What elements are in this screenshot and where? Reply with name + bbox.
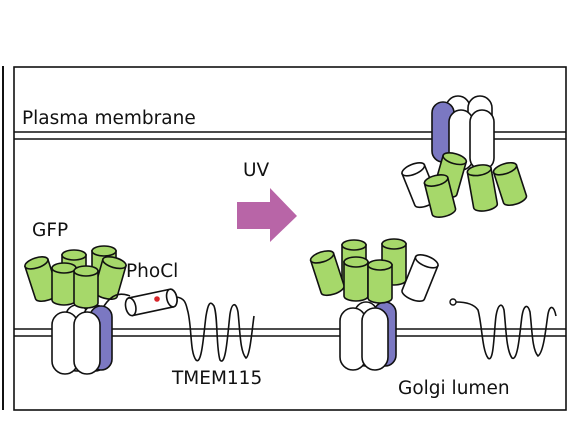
- phocl-label: PhoCl: [126, 261, 178, 282]
- golgi-lumen-label: Golgi lumen: [398, 378, 510, 399]
- channel-top-right: [431, 95, 495, 171]
- phocl-chromophore-dot: [154, 296, 160, 302]
- tmem115-fragment: [455, 301, 557, 360]
- phocl-cylinder: [124, 288, 178, 317]
- uv-arrow-icon: [237, 188, 297, 242]
- gfp-cluster-left: [24, 245, 127, 309]
- gfp-label: GFP: [32, 220, 68, 241]
- diagram-frame: [13, 66, 567, 411]
- uv-label: UV: [243, 160, 270, 181]
- gfp-cluster-top-right: [401, 152, 528, 218]
- tmem115-squiggle: [175, 296, 255, 362]
- plasma-membrane-label: Plasma membrane: [22, 108, 196, 129]
- channel-bottom-right: [339, 301, 397, 371]
- cleaved-end-icon: [449, 298, 457, 306]
- tmem115-label: TMEM115: [171, 368, 262, 389]
- channel-left: [51, 304, 113, 375]
- phocl-linker: [103, 293, 131, 307]
- gfp-cluster-bottom-right: [309, 238, 439, 304]
